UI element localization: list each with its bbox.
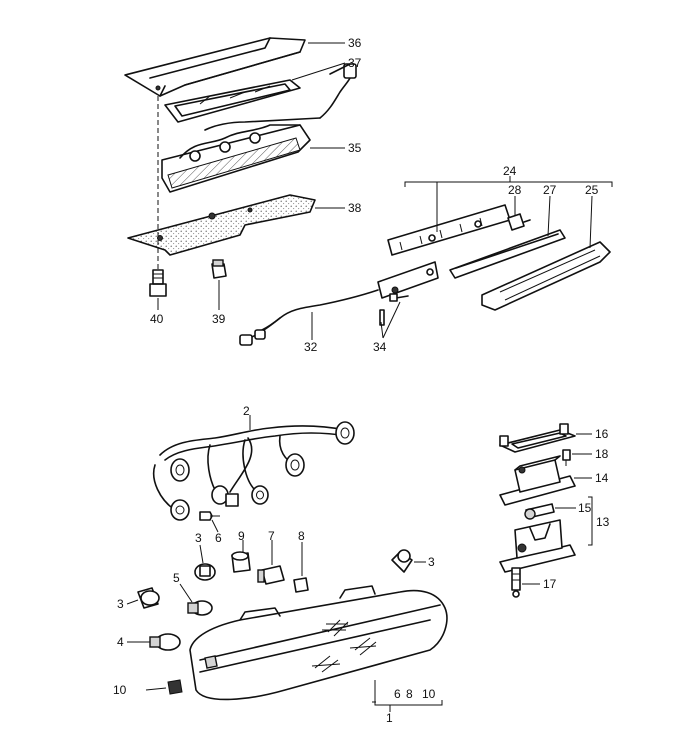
callout-17: 17 <box>543 577 557 591</box>
callout-8-b: 8 <box>406 687 413 701</box>
callout-10-b: 10 <box>422 687 436 701</box>
callout-2: 2 <box>243 404 250 418</box>
leader-37 <box>291 62 346 81</box>
callout-13: 13 <box>596 515 610 529</box>
socket-part-13 <box>499 519 576 573</box>
lens-cover-part-16 <box>499 423 576 453</box>
bracket-24 <box>404 181 613 187</box>
screw-part-40 <box>149 269 167 297</box>
callout-37: 37 <box>348 56 362 70</box>
cap-part-8 <box>293 577 309 593</box>
spoiler-cover-part-36 <box>124 37 306 97</box>
callout-32: 32 <box>304 340 318 354</box>
callout-7: 7 <box>268 529 275 543</box>
bulb-part-7 <box>257 565 285 585</box>
callout-3-c: 3 <box>117 597 124 611</box>
lamp-bracket-lower <box>377 261 439 299</box>
wire-part-32 <box>239 289 379 346</box>
bulb-part-5 <box>187 600 213 616</box>
bracket-13 <box>588 496 593 546</box>
lamp-bracket-part-24 <box>387 204 511 256</box>
callout-4: 4 <box>117 635 124 649</box>
gasket-part-37 <box>164 79 301 123</box>
leader-3-a <box>199 544 204 564</box>
callout-10-a: 10 <box>113 683 127 697</box>
callout-38: 38 <box>348 201 362 215</box>
socket-part-9 <box>231 551 251 573</box>
callout-3-b: 3 <box>428 555 435 569</box>
callout-36: 36 <box>348 36 362 50</box>
bulb-part-3-a <box>194 563 216 581</box>
screw-part-17 <box>511 567 521 598</box>
screw-part-6 <box>199 511 220 521</box>
callout-6-b: 6 <box>394 687 401 701</box>
callout-24: 24 <box>503 164 517 178</box>
callout-16: 16 <box>595 427 609 441</box>
lamp-housing-part-35 <box>161 117 321 193</box>
callout-25: 25 <box>585 183 599 197</box>
callout-34: 34 <box>373 340 387 354</box>
callout-9: 9 <box>238 529 245 543</box>
leader-5 <box>179 583 193 603</box>
callout-35: 35 <box>348 141 362 155</box>
bulb-part-3-b <box>391 549 413 573</box>
leader-25 <box>589 195 593 249</box>
leader-34 <box>380 301 401 339</box>
screws-part-34 <box>379 293 409 326</box>
lens-part-25 <box>481 241 611 311</box>
callout-8: 8 <box>298 529 305 543</box>
leader-10-a <box>145 687 167 691</box>
housing-part-14 <box>499 455 576 506</box>
callout-40: 40 <box>150 312 164 326</box>
clip-part-10 <box>167 679 183 695</box>
callout-6-a: 6 <box>215 531 222 545</box>
mounting-plate-part-38 <box>127 194 316 256</box>
screw-part-18 <box>562 449 571 466</box>
leader-6 <box>211 519 219 533</box>
tail-light-housing-part-1 <box>189 585 448 701</box>
callout-27: 27 <box>543 183 557 197</box>
callout-39: 39 <box>212 312 226 326</box>
bulb-part-4 <box>149 633 181 651</box>
bulb-holder-harness-part-2 <box>153 421 355 521</box>
callout-28: 28 <box>508 183 522 197</box>
callout-15: 15 <box>578 501 592 515</box>
bulb-part-15 <box>524 503 555 520</box>
callout-3-a: 3 <box>195 531 202 545</box>
socket-part-28 <box>507 213 531 231</box>
leader-3-c <box>126 599 139 605</box>
callout-14: 14 <box>595 471 609 485</box>
bulb-part-3-c <box>137 587 160 609</box>
callout-5: 5 <box>173 571 180 585</box>
callout-1: 1 <box>386 711 393 725</box>
lens-seal-part-27 <box>449 229 566 279</box>
callout-18: 18 <box>595 447 609 461</box>
wire-harness-brakelight <box>319 63 357 119</box>
bulb-part-39 <box>211 259 227 279</box>
leader-27 <box>547 195 551 237</box>
